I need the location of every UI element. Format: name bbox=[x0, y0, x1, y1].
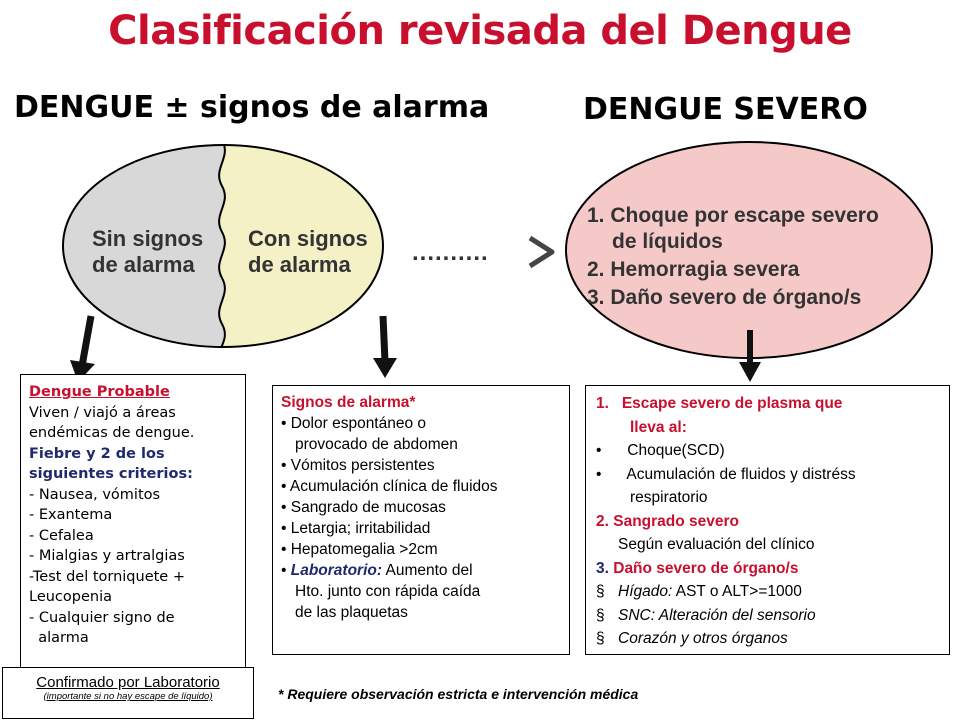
lab-text: Aumento del bbox=[382, 562, 473, 579]
severe-line-2: de líquidos bbox=[612, 230, 723, 253]
box-dengue-severo: 1. Escape severo de plasma que lleva al:… bbox=[585, 385, 950, 655]
item3-number: 3. bbox=[596, 559, 609, 577]
criteria-item: - Exantema bbox=[29, 507, 113, 523]
alarm-item: • Letargia; irritabilidad bbox=[281, 520, 431, 537]
criteria-item: alarma bbox=[29, 630, 89, 646]
box-signos-alarma: Signos de alarma* • Dolor espontáneo o p… bbox=[272, 385, 570, 655]
organ-text: Corazón y otros órganos bbox=[618, 630, 788, 647]
connector-arrowhead bbox=[528, 235, 555, 269]
alarm-heading: Signos de alarma* bbox=[281, 394, 416, 411]
alarm-item: • Vómitos persistentes bbox=[281, 457, 435, 474]
severe-item-2-sub: Según evaluación del clínico bbox=[618, 536, 815, 553]
section-bullet-icon: § bbox=[596, 630, 605, 647]
footnote: * Requiere observación estricta e interv… bbox=[278, 686, 639, 702]
alarm-item: • Acumulación clínica de fluidos bbox=[281, 478, 498, 495]
severe-sub-item: respiratorio bbox=[630, 489, 708, 506]
confirmed-note: (importante si no hay escape de líquido) bbox=[43, 691, 213, 702]
criteria-item: - Mialgias y artralgias bbox=[29, 548, 185, 564]
header-dengue-severe: DENGUE SEVERO bbox=[583, 92, 868, 127]
ellipse-left-line-2: de alarma bbox=[92, 252, 195, 277]
lab-bullet: • bbox=[281, 562, 287, 579]
header-dengue-alarm: DENGUE ± signos de alarma bbox=[14, 90, 490, 125]
box-dengue-probable: Dengue Probable Viven / viajó a áreas en… bbox=[20, 374, 246, 674]
severe-item-3: 3. Daño severo de órgano/s bbox=[596, 557, 939, 581]
alarm-lab-line: de las plaquetas bbox=[295, 604, 408, 621]
alarm-item: • Hepatomegalia >2cm bbox=[281, 541, 438, 558]
page-title: Clasificación revisada del Dengue bbox=[108, 8, 852, 54]
arrow-alarm bbox=[373, 315, 397, 378]
alarm-lab-line: Hto. junto con rápida caída bbox=[295, 583, 481, 600]
criteria-item: - Cualquier signo de bbox=[29, 609, 175, 626]
criteria-item: -Test del torniquete + bbox=[29, 568, 185, 585]
arrow-severe bbox=[739, 330, 761, 382]
arrow-probable bbox=[70, 315, 95, 382]
ellipse-right-line-1: Con signos bbox=[248, 226, 368, 251]
alarm-item: • Dolor espontáneo o bbox=[281, 415, 427, 432]
dotted-connector: .......... bbox=[412, 239, 489, 266]
criteria-item: - Cefalea bbox=[29, 527, 94, 544]
severe-sub-item: • Acumulación de fluidos y distréss bbox=[596, 465, 856, 483]
organ-label: Hígado: bbox=[618, 583, 673, 600]
alarm-item: • Sangrado de mucosas bbox=[281, 499, 446, 516]
organ-text: SNC: Alteración del sensorio bbox=[618, 606, 816, 624]
ellipse-left-line-1: Sin signos bbox=[92, 226, 203, 251]
severe-item-1: 1. Escape severo de plasma que bbox=[596, 395, 843, 412]
criteria-item: Leucopenia bbox=[29, 589, 113, 605]
probable-heading: Dengue Probable bbox=[29, 384, 170, 400]
criteria-heading-1: Fiebre y 2 de los bbox=[29, 445, 165, 462]
probable-intro-2: endémicas de dengue. bbox=[29, 425, 195, 441]
ellipse-right-line-2: de alarma bbox=[248, 252, 351, 277]
organ-text: AST o ALT>=1000 bbox=[672, 583, 802, 600]
severe-organ-item: § Corazón y otros órganos bbox=[596, 627, 939, 651]
wavy-divider bbox=[218, 145, 226, 347]
alarm-item: provocado de abdomen bbox=[295, 436, 458, 453]
alarm-lab-item: • Laboratorio: Aumento del bbox=[281, 560, 561, 581]
item3-text: Daño severo de órgano/s bbox=[608, 559, 799, 577]
confirmed-label: Confirmado por Laboratorio bbox=[36, 674, 220, 691]
severe-line-3: 2. Hemorragia severa bbox=[587, 258, 800, 281]
severe-organ-item: § SNC: Alteración del sensorio bbox=[596, 604, 939, 628]
severe-item-2: 2. Sangrado severo bbox=[596, 512, 740, 530]
severe-line-1: 1. Choque por escape severo bbox=[587, 204, 879, 227]
section-bullet-icon: § bbox=[596, 583, 605, 600]
probable-intro-1: Viven / viajó a áreas bbox=[29, 404, 176, 421]
box-confirmado: Confirmado por Laboratorio (importante s… bbox=[2, 667, 254, 719]
criteria-item: - Nausea, vómitos bbox=[29, 486, 161, 503]
severe-sub-item: • Choque(SCD) bbox=[596, 442, 725, 459]
severe-organ-item: § Hígado: AST o ALT>=1000 bbox=[596, 580, 939, 604]
criteria-heading-2: siguientes criterios: bbox=[29, 466, 193, 482]
lab-label: Laboratorio: bbox=[290, 562, 383, 579]
ellipse-dengue-outline bbox=[62, 144, 384, 348]
severe-item-1-cont: lleva al: bbox=[630, 418, 687, 436]
severe-line-4: 3. Daño severo de órgano/s bbox=[587, 286, 861, 309]
section-bullet-icon: § bbox=[596, 606, 605, 624]
